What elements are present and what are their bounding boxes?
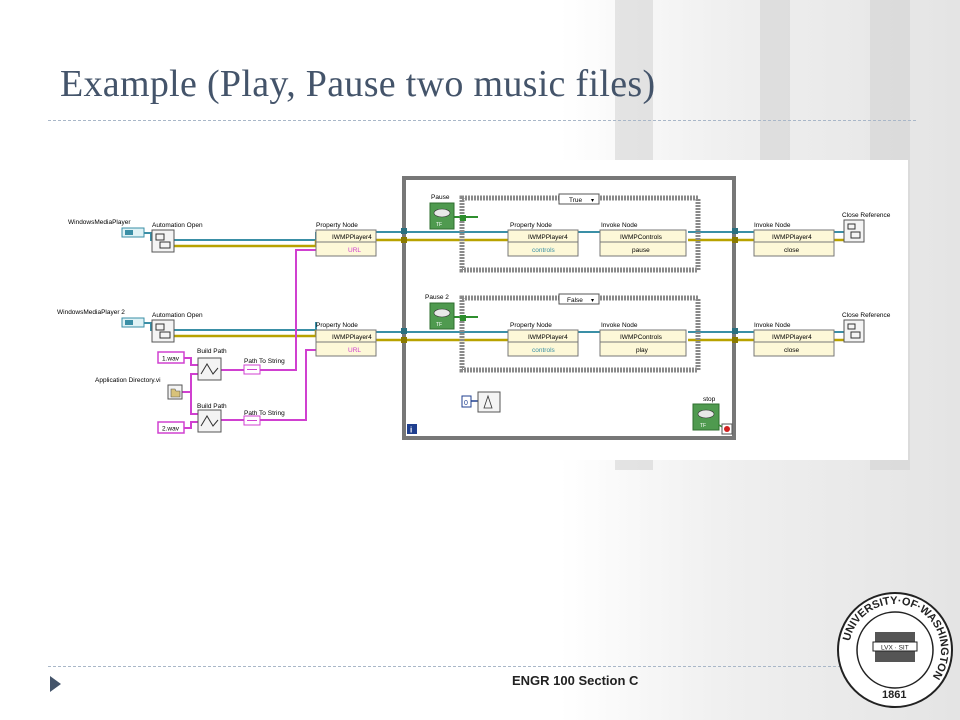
svg-text:Path To String: Path To String [244, 410, 285, 417]
labview-block-diagram: WindowsMediaPlayer WindowsMediaPlayer 2 … [48, 160, 908, 460]
svg-text:IWMPPlayer4: IWMPPlayer4 [772, 334, 812, 341]
property-node-controls-1: Property Node IWMPPlayer4 controls [507, 222, 579, 257]
svg-text:TF: TF [700, 423, 706, 429]
case-selector-arrow: ▾ [591, 298, 594, 304]
loop-iteration-terminal [407, 424, 417, 434]
svg-text:IWMPPlayer4: IWMPPlayer4 [528, 334, 568, 341]
svg-text:Close Reference: Close Reference [842, 212, 891, 219]
wmp2-constant: WindowsMediaPlayer 2 [57, 309, 145, 328]
path-to-string-node-2: Path To String [243, 410, 285, 426]
svg-text:close: close [784, 247, 800, 254]
stop-condition-icon [724, 426, 730, 432]
pause-control: Pause TF [429, 194, 455, 230]
title-divider [48, 120, 916, 121]
svg-text:Close Reference: Close Reference [842, 312, 891, 319]
wire-url-1 [260, 249, 316, 371]
svg-text:IWMPPlayer4: IWMPPlayer4 [528, 234, 568, 241]
svg-text:False: False [567, 297, 583, 304]
invoke-node-close-2: Invoke Node IWMPPlayer4 close [753, 322, 835, 357]
svg-text:play: play [636, 347, 649, 354]
wmp1-constant: WindowsMediaPlayer [68, 219, 145, 238]
wait-timer: 0 [461, 391, 501, 413]
svg-text:WindowsMediaPlayer 2: WindowsMediaPlayer 2 [57, 309, 125, 316]
svg-text:Invoke Node: Invoke Node [601, 322, 638, 329]
wire-wav1 [184, 357, 198, 366]
svg-text:close: close [784, 347, 800, 354]
build-path-node-2: Build Path [197, 403, 227, 433]
wire-appdir-1 [182, 373, 198, 393]
svg-text:WindowsMediaPlayer: WindowsMediaPlayer [68, 219, 131, 226]
path-to-string-node-1: Path To String [243, 358, 285, 375]
case-structure-true: True ▾ [459, 193, 701, 273]
svg-text:2.wav: 2.wav [162, 426, 180, 433]
svg-text:Invoke Node: Invoke Node [601, 222, 638, 229]
property-node-2: Property Node IWMPPlayer4 URL [315, 322, 377, 357]
slide-title: Example (Play, Pause two music files) [60, 63, 656, 105]
svg-text:i: i [410, 426, 412, 435]
svg-text:controls: controls [532, 347, 556, 354]
wav2-constant: 2.wav [157, 421, 185, 434]
svg-text:LVX · SIT: LVX · SIT [881, 645, 909, 652]
wire-refnum-1 [174, 232, 317, 241]
svg-text:pause: pause [632, 247, 650, 254]
svg-text:URL: URL [348, 247, 361, 254]
build-path-node-1: Build Path [197, 348, 227, 381]
svg-text:Pause 2: Pause 2 [425, 294, 449, 301]
svg-text:Path To String: Path To String [244, 358, 285, 365]
case-structure-false: False ▾ [459, 293, 701, 373]
loop-tunnels [401, 228, 738, 343]
invoke-node-close-1: Invoke Node IWMPPlayer4 close [753, 222, 835, 257]
wav1-constant: 1.wav [157, 351, 185, 364]
svg-text:True: True [569, 197, 583, 204]
property-node-controls-2: Property Node IWMPPlayer4 controls [507, 322, 579, 357]
svg-text:IWMPControls: IWMPControls [620, 234, 663, 241]
automation-open-node-2: Automation Open [151, 312, 203, 343]
close-reference-node-1: Close Reference [842, 212, 891, 243]
svg-text:TF: TF [436, 322, 442, 328]
svg-text:Property Node: Property Node [510, 222, 552, 229]
close-reference-node-2: Close Reference [842, 312, 891, 343]
svg-text:Property Node: Property Node [510, 322, 552, 329]
svg-text:IWMPPlayer4: IWMPPlayer4 [332, 334, 372, 341]
svg-text:Property Node: Property Node [316, 222, 358, 229]
svg-text:stop: stop [703, 396, 716, 403]
footer-bullet-arrow-icon [50, 676, 61, 692]
automation-open-node-1: Automation Open [151, 222, 203, 253]
stop-control: stop TF [692, 396, 733, 435]
invoke-node-play: Invoke Node IWMPControls play [599, 322, 687, 357]
svg-text:Automation Open: Automation Open [152, 312, 203, 319]
svg-text:IWMPPlayer4: IWMPPlayer4 [772, 234, 812, 241]
pause2-control: Pause 2 TF [425, 294, 455, 330]
wire-wav2 [184, 421, 198, 429]
footer-divider [48, 666, 916, 667]
svg-text:1861: 1861 [882, 689, 906, 701]
invoke-node-pause: Invoke Node IWMPControls pause [599, 222, 687, 257]
svg-text:URL: URL [348, 347, 361, 354]
university-seal: UNIVERSITY·OF·WASHINGTON LVX · SIT 1861 [835, 590, 955, 715]
svg-text:IWMPPlayer4: IWMPPlayer4 [332, 234, 372, 241]
svg-text:Automation Open: Automation Open [152, 222, 203, 229]
svg-text:IWMPControls: IWMPControls [620, 334, 663, 341]
svg-text:Invoke Node: Invoke Node [754, 322, 791, 329]
metronome-icon [483, 394, 493, 409]
svg-text:Invoke Node: Invoke Node [754, 222, 791, 229]
path-wires [182, 249, 316, 429]
while-loop-frame [402, 176, 736, 440]
svg-text:Application Directory.vi: Application Directory.vi [95, 377, 161, 384]
svg-text:1.wav: 1.wav [162, 356, 180, 363]
svg-text:Build Path: Build Path [197, 348, 227, 355]
case-selector-arrow: ▾ [591, 198, 594, 204]
wire-url-2 [260, 349, 316, 421]
app-directory-node: Application Directory.vi [95, 377, 183, 400]
property-node-1: Property Node IWMPPlayer4 URL [315, 222, 377, 257]
wire-refnum-2 [174, 322, 317, 331]
slide-footer: ENGR 100 Section C [512, 673, 639, 688]
svg-text:controls: controls [532, 247, 556, 254]
svg-text:Property Node: Property Node [316, 322, 358, 329]
svg-text:Build Path: Build Path [197, 403, 227, 410]
svg-text:TF: TF [436, 222, 442, 228]
svg-text:Pause: Pause [431, 194, 450, 201]
svg-text:0: 0 [464, 400, 468, 407]
wire-appdir-2 [190, 392, 198, 415]
